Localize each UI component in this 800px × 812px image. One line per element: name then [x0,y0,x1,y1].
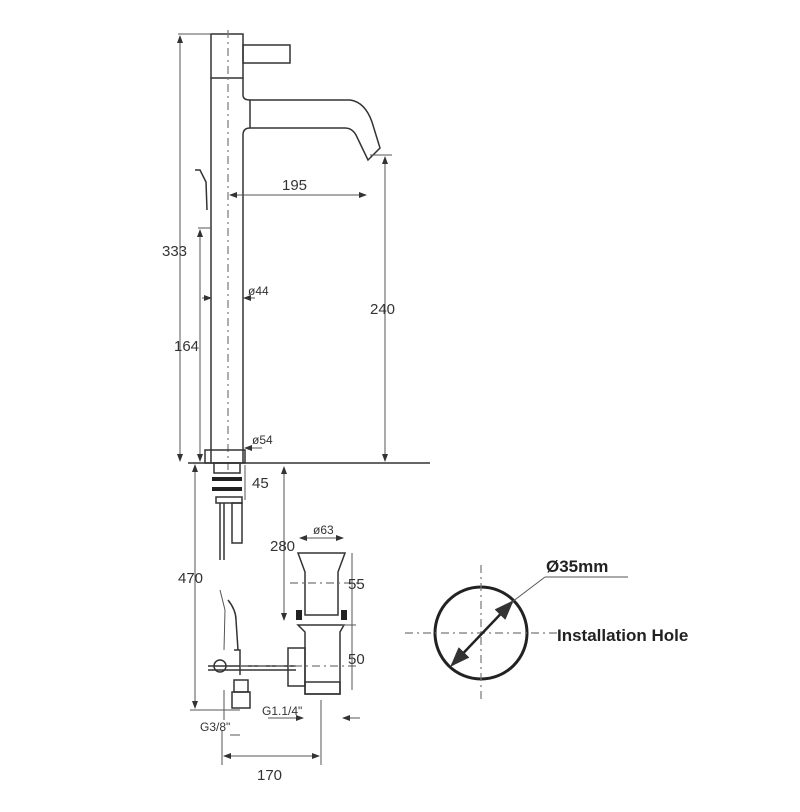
dim-supply-thread: G3/8" [200,720,230,734]
dim-body-height: 164 [174,338,199,355]
dim-spout-height: 240 [370,301,395,318]
shank-assembly [208,462,296,720]
dim-waste-diameter: ø63 [313,523,334,537]
dim-spout-reach: 195 [282,177,307,194]
installation-hole [405,565,628,700]
dim-offset: 170 [257,767,282,784]
dim-waste-depth: 280 [270,538,295,555]
dimension-lines [177,33,392,765]
dim-waste-upper: 55 [348,576,365,593]
dim-below-deck: 470 [178,570,203,587]
dim-base-diameter: ø54 [252,433,273,447]
dim-total-height: 333 [162,243,187,260]
dim-waste-thread: G1.1/4" [262,704,302,718]
hole-diameter-label: Ø35mm [546,557,608,576]
installation-hole-label: Installation Hole [557,626,688,645]
dim-waste-lower: 50 [348,651,365,668]
waste-assembly [240,552,360,695]
faucet-body [195,30,381,470]
dim-shank-length: 45 [252,475,269,492]
dim-body-diameter: ø44 [248,284,269,298]
